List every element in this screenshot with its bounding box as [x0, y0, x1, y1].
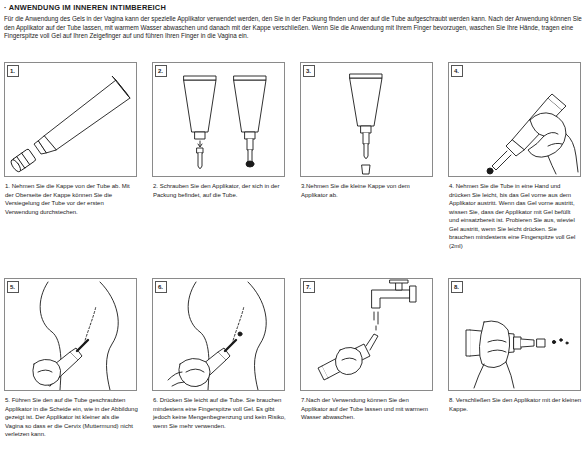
body-with-applicator: [33, 282, 118, 390]
body-pressing-tube: [168, 282, 266, 390]
tube-and-cap: [9, 76, 130, 173]
step-caption: 4. Nehmen Sie die Tube in eine Hand und …: [449, 182, 582, 250]
hand-closing-applicator: [466, 321, 568, 388]
step-number: 2.: [155, 65, 167, 77]
intro-paragraph: Für die Anwendung des Gels in der Vagina…: [4, 15, 582, 41]
step-caption: 1. Nehmen Sie die Kappe von der Tube ab.…: [5, 182, 138, 216]
tap-and-tube: [318, 280, 416, 380]
step-panel: 2.2. Schrauben Sie den Applikator, der s…: [152, 62, 285, 177]
step-panel: 5.5. Führen Sie den auf die Tube geschra…: [4, 278, 137, 391]
step-number: 8.: [451, 281, 463, 293]
step-panel: 7.7.Nach der Verwendung können Sie den A…: [300, 278, 433, 391]
section-heading: · ANWENDUNG IM INNEREN INTIMBEREICH: [4, 3, 166, 12]
step-panel: 4.4. Nehmen Sie die Tube in eine Hand un…: [448, 62, 581, 177]
step-panel: 1.1. Nehmen Sie die Kappe von der Tube a…: [4, 62, 137, 177]
hand-pressing-tube: [487, 94, 578, 174]
step-caption: 5. Führen Sie den auf die Tube geschraub…: [5, 396, 138, 439]
step-panel: 6.6. Drücken Sie leicht auf die Tube. Si…: [152, 278, 285, 391]
tube-removing-cap: [350, 74, 382, 174]
step-caption: 8. Verschließen Sie den Applikator mit d…: [449, 396, 582, 413]
step-number: 1.: [7, 65, 19, 77]
step-caption: 7.Nach der Verwendung können Sie den App…: [301, 396, 434, 422]
step-caption: 2. Schrauben Sie den Applikator, der sic…: [153, 182, 286, 199]
step-caption: 6. Drücken Sie leicht auf die Tube. Sie …: [153, 396, 286, 430]
tubes-with-applicator: [184, 76, 266, 169]
step-number: 4.: [451, 65, 463, 77]
step-number: 3.: [303, 65, 315, 77]
step-panel: 8.8. Verschließen Sie den Applikator mit…: [448, 278, 581, 391]
step-number: 6.: [155, 281, 167, 293]
step-caption: 3.Nehmen Sie die kleine Kappe von dem Ap…: [301, 182, 434, 199]
step-number: 5.: [7, 281, 19, 293]
step-number: 7.: [303, 281, 315, 293]
step-panel: 3.3.Nehmen Sie die kleine Kappe von dem …: [300, 62, 433, 177]
